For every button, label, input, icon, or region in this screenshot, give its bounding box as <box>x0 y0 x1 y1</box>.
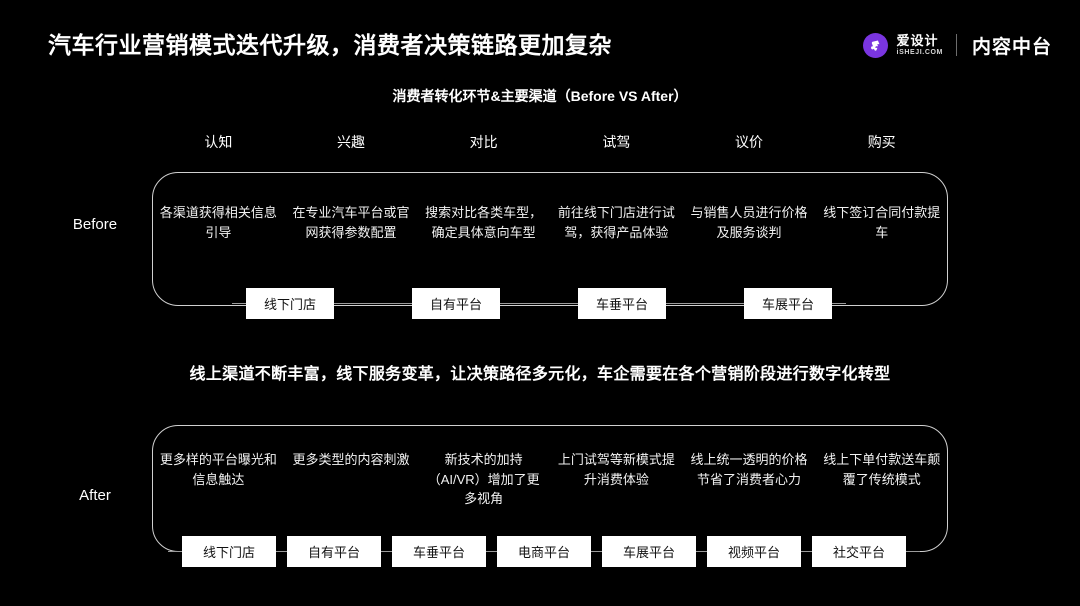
connector-line <box>696 550 707 552</box>
page-title: 汽车行业营销模式迭代升级，消费者决策链路更加复杂 <box>48 32 612 58</box>
before-desc-4: 前往线下门店进行试驾，获得产品体验 <box>557 205 675 241</box>
connector-line <box>334 302 412 304</box>
stage-label-testdrive: 试驾 <box>602 134 631 150</box>
before-desc-1: 各渠道获得相关信息引导 <box>159 205 277 241</box>
after-desc-1: 更多样的平台曝光和信息触达 <box>159 452 277 487</box>
after-desc-2: 更多类型的内容刺激 <box>292 452 410 467</box>
channel-chip-offline-store[interactable]: 线下门店 <box>246 287 334 319</box>
connector-line <box>801 550 812 552</box>
chart-subtitle: 消费者转化环节&主要渠道（Before VS After） <box>392 88 688 104</box>
connector-line <box>381 550 392 552</box>
stage-label-awareness: 认知 <box>204 134 233 150</box>
before-description-row: 各渠道获得相关信息引导 在专业汽车平台或官网获得参数配置 搜索对比各类车型，确定… <box>152 203 948 243</box>
connector-line <box>168 550 182 552</box>
before-desc-5: 与销售人员进行价格及服务谈判 <box>690 205 808 241</box>
connector-line <box>500 302 578 304</box>
channel-chip-own-platform[interactable]: 自有平台 <box>287 535 381 567</box>
row-label-before: Before <box>72 216 118 233</box>
row-label-after: After <box>79 487 111 504</box>
after-desc-6: 线上下单付款送车颠覆了传统模式 <box>823 452 941 487</box>
channel-chip-video[interactable]: 视频平台 <box>707 535 801 567</box>
channel-chip-auto-show[interactable]: 车展平台 <box>602 535 696 567</box>
before-desc-6: 线下签订合同付款提车 <box>823 205 941 241</box>
brand-product-name: 内容中台 <box>971 36 1052 58</box>
connector-line <box>666 302 744 304</box>
channel-chip-own-platform[interactable]: 自有平台 <box>412 287 500 319</box>
middle-statement: 线上渠道不断丰富，线下服务变革，让决策路径多元化，车企需要在各个营销阶段进行数字… <box>189 366 891 383</box>
before-channel-row: 线下门店 自有平台 车垂平台 车展平台 <box>232 287 846 319</box>
stage-label-negotiate: 议价 <box>735 134 764 150</box>
brand-name-en: iSHEJI.COM <box>896 49 943 56</box>
connector-line <box>906 550 920 552</box>
a-logo-icon <box>862 32 888 58</box>
after-desc-5: 线上统一透明的价格节省了消费者心力 <box>690 452 808 487</box>
connector-line <box>276 550 287 552</box>
connector-line <box>232 302 246 304</box>
before-panel <box>152 172 948 306</box>
after-desc-4: 上门试驾等新模式提升消费体验 <box>557 452 675 487</box>
connector-line <box>832 302 846 304</box>
brand-name: 爱设计 iSHEJI.COM <box>897 34 943 56</box>
brand-name-cn: 爱设计 <box>896 33 939 48</box>
after-desc-3: 新技术的加持（AI/VR）增加了更多视角 <box>427 452 540 506</box>
channel-chip-auto-show[interactable]: 车展平台 <box>744 287 832 319</box>
after-description-row: 更多样的平台曝光和信息触达 更多类型的内容刺激 新技术的加持（AI/VR）增加了… <box>152 450 948 509</box>
channel-chip-ecommerce[interactable]: 电商平台 <box>497 535 591 567</box>
before-desc-3: 搜索对比各类车型，确定具体意向车型 <box>425 205 543 241</box>
brand-lockup: 爱设计 iSHEJI.COM 内容中台 <box>862 30 1052 60</box>
brand-divider <box>955 34 957 56</box>
channel-chip-auto-vertical[interactable]: 车垂平台 <box>392 535 486 567</box>
stage-label-purchase: 购买 <box>867 134 896 150</box>
after-channel-row: 线下门店 自有平台 车垂平台 电商平台 车展平台 视频平台 社交平台 <box>168 535 920 567</box>
channel-chip-auto-vertical[interactable]: 车垂平台 <box>578 287 666 319</box>
channel-chip-social[interactable]: 社交平台 <box>812 535 906 567</box>
stage-label-compare: 对比 <box>469 134 498 150</box>
before-desc-2: 在专业汽车平台或官网获得参数配置 <box>292 205 410 241</box>
stage-label-interest: 兴趣 <box>337 134 365 150</box>
stage-header-row: 认知 兴趣 对比 试驾 议价 购买 <box>152 132 948 152</box>
channel-chip-offline-store[interactable]: 线下门店 <box>182 535 276 567</box>
connector-line <box>486 550 497 552</box>
connector-line <box>591 550 602 552</box>
